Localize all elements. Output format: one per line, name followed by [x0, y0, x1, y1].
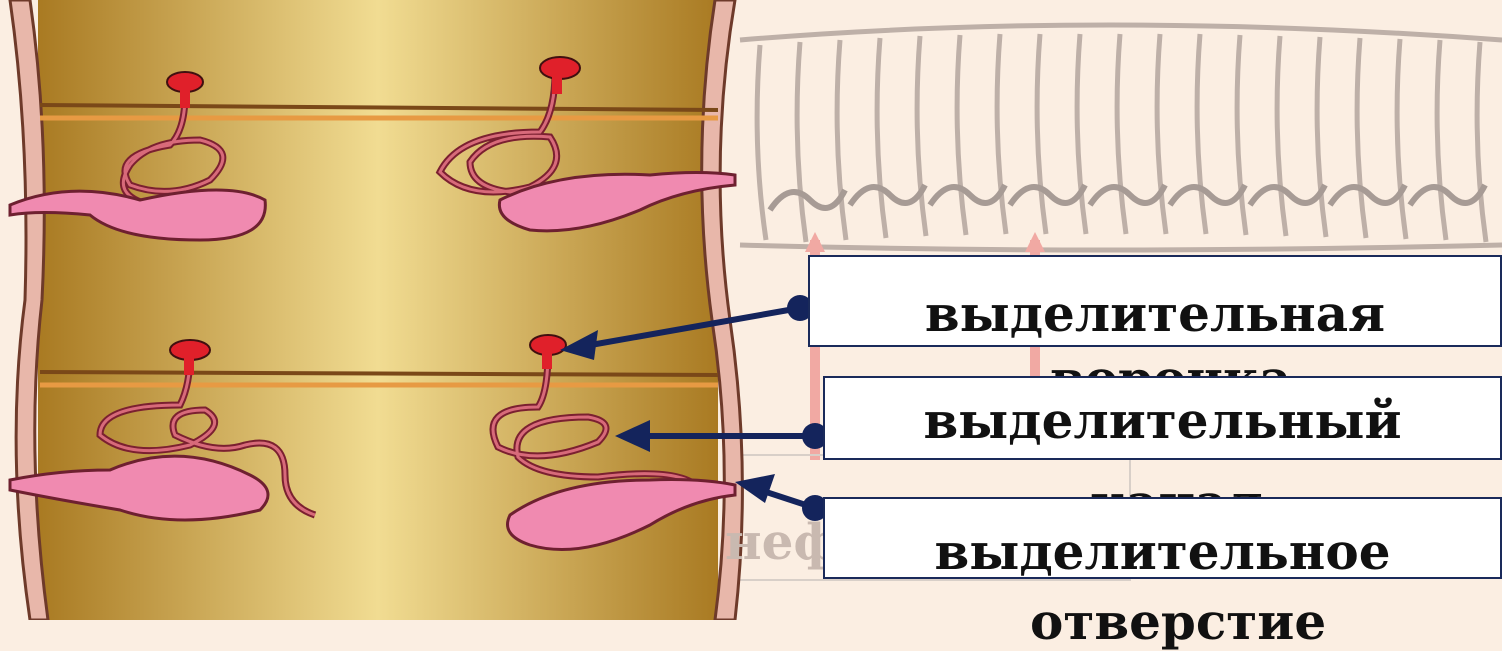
worm-segments: [740, 25, 1502, 250]
faded-pointer-head-2: [1025, 232, 1045, 252]
funnel-label-box: выделительная: [808, 255, 1502, 347]
faded-pointer-head-1: [805, 232, 825, 252]
diagram: нефр воронка канал отверстие выделительн…: [0, 0, 1502, 620]
pore-label-line1: выделительное: [934, 527, 1390, 605]
funnel-label-line1: выделительная: [925, 289, 1385, 377]
worm-nephridia-faded: [770, 185, 1485, 210]
canal-label-box: выделительный: [823, 376, 1502, 460]
body-segment-illustration: [10, 0, 742, 620]
pore-label-box: выделительное: [823, 497, 1502, 579]
canal-label-line1: выделительный: [923, 396, 1401, 476]
